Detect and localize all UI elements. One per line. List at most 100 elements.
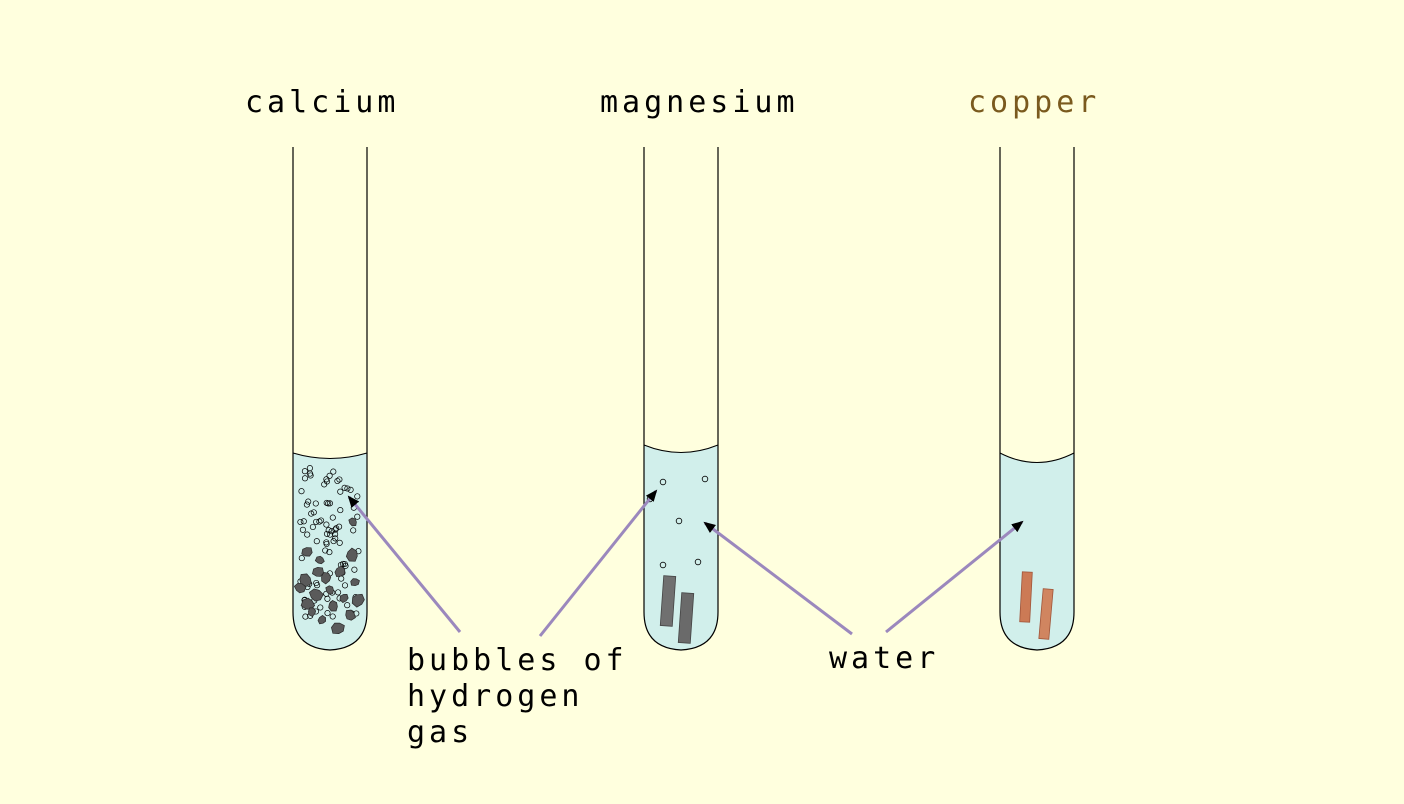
gas-bubble	[675, 517, 683, 525]
gas-bubble	[324, 595, 331, 602]
calcium-granule	[325, 585, 334, 595]
gas-bubble	[327, 531, 334, 538]
gas-bubble	[312, 500, 319, 507]
gas-bubble	[317, 604, 324, 611]
gas-bubble	[326, 549, 333, 556]
copper-water-surface	[999, 452, 1075, 463]
calcium-granule	[339, 594, 349, 604]
gas-bubble	[336, 539, 343, 546]
gas-bubble	[325, 527, 332, 534]
gas-bubble	[336, 476, 343, 483]
gas-bubble	[306, 465, 313, 472]
magnesium-tube	[643, 147, 719, 651]
copper-label: copper	[968, 85, 1100, 120]
gas-bubble	[344, 602, 351, 609]
calcium-tube	[292, 147, 368, 651]
bubbles-label-line3: gas	[407, 715, 473, 750]
gas-bubble	[354, 513, 361, 520]
copper-tube-outline	[999, 147, 1075, 651]
gas-bubble	[308, 510, 315, 517]
gas-bubble	[326, 500, 333, 507]
bubbles-label-line1: bubbles of	[407, 643, 628, 678]
copper-strips	[1019, 571, 1054, 640]
gas-bubble	[322, 547, 329, 554]
gas-bubble	[332, 531, 339, 538]
magnesium-water-surface	[643, 444, 719, 453]
gas-bubble	[302, 613, 309, 620]
gas-bubble	[298, 488, 305, 495]
calcium-granule	[350, 578, 360, 587]
arrow-to-calcium-bubbles	[347, 495, 462, 633]
gas-bubble	[659, 478, 667, 486]
arrow-to-copper-water	[885, 520, 1024, 634]
calcium-granule	[311, 566, 324, 577]
calcium-granules	[293, 517, 365, 634]
arrow-to-magnesium-bubbles	[538, 489, 658, 637]
magnesium-ribbon	[659, 575, 677, 627]
calcium-granule	[334, 565, 346, 577]
gas-bubble	[300, 518, 307, 525]
gas-bubble	[326, 472, 333, 479]
calcium-label: calcium	[245, 85, 399, 120]
gas-bubble	[335, 589, 342, 596]
magnesium-ribbon	[677, 592, 695, 644]
gas-bubble	[305, 498, 312, 505]
gas-bubble	[336, 523, 343, 530]
water-label: water	[829, 641, 939, 676]
calcium-tube-outline	[292, 147, 368, 651]
calcium-granule	[293, 582, 307, 594]
gas-bubble	[337, 507, 344, 514]
copper-strip	[1019, 571, 1033, 623]
calcium-water-surface	[292, 452, 368, 459]
calcium-granule	[345, 609, 356, 621]
gas-bubble	[341, 484, 348, 491]
gas-bubble	[313, 538, 320, 545]
gas-bubble	[329, 613, 336, 620]
copper-water	[1000, 453, 1074, 650]
gas-bubble	[694, 558, 702, 566]
gas-bubble	[325, 500, 332, 507]
gas-bubble	[350, 527, 357, 534]
gas-bubble	[347, 486, 354, 493]
calcium-granule	[308, 607, 317, 617]
gas-bubble	[334, 477, 341, 485]
gas-bubble	[330, 468, 337, 475]
gas-bubble	[351, 566, 358, 573]
gas-bubble	[329, 514, 336, 521]
arrow-to-magnesium-water	[703, 521, 853, 636]
calcium-granule	[300, 597, 316, 610]
gas-bubble	[701, 475, 709, 483]
calcium-granule	[317, 614, 326, 625]
calcium-granule	[301, 547, 313, 557]
gas-bubble	[301, 475, 309, 482]
gas-bubble	[301, 468, 308, 475]
gas-bubble	[333, 525, 340, 532]
calcium-granule	[331, 622, 345, 634]
gas-bubble	[339, 560, 347, 567]
gas-bubble	[337, 488, 344, 495]
gas-bubble	[341, 560, 348, 568]
magnesium-ribbons	[659, 575, 695, 644]
magnesium-label: magnesium	[600, 85, 799, 120]
calcium-granule	[314, 555, 325, 565]
bubbles-label-line2: hydrogen	[407, 679, 584, 714]
gas-bubble	[344, 485, 351, 492]
gas-bubble	[659, 561, 667, 569]
calcium-granule	[348, 517, 357, 527]
gas-bubble	[341, 582, 349, 589]
gas-bubble	[332, 526, 339, 533]
gas-bubble	[303, 501, 310, 508]
gas-bubble	[323, 521, 330, 528]
copper-tube	[999, 147, 1075, 651]
gas-bubble	[298, 555, 305, 562]
gas-bubble	[324, 610, 331, 617]
annotation-arrows	[347, 489, 1024, 637]
gas-bubble	[313, 579, 320, 587]
copper-strip	[1038, 588, 1054, 640]
gas-bubble	[299, 526, 306, 533]
calcium-granule	[328, 599, 338, 612]
gas-bubble	[309, 523, 316, 531]
calcium-granule	[308, 588, 324, 602]
